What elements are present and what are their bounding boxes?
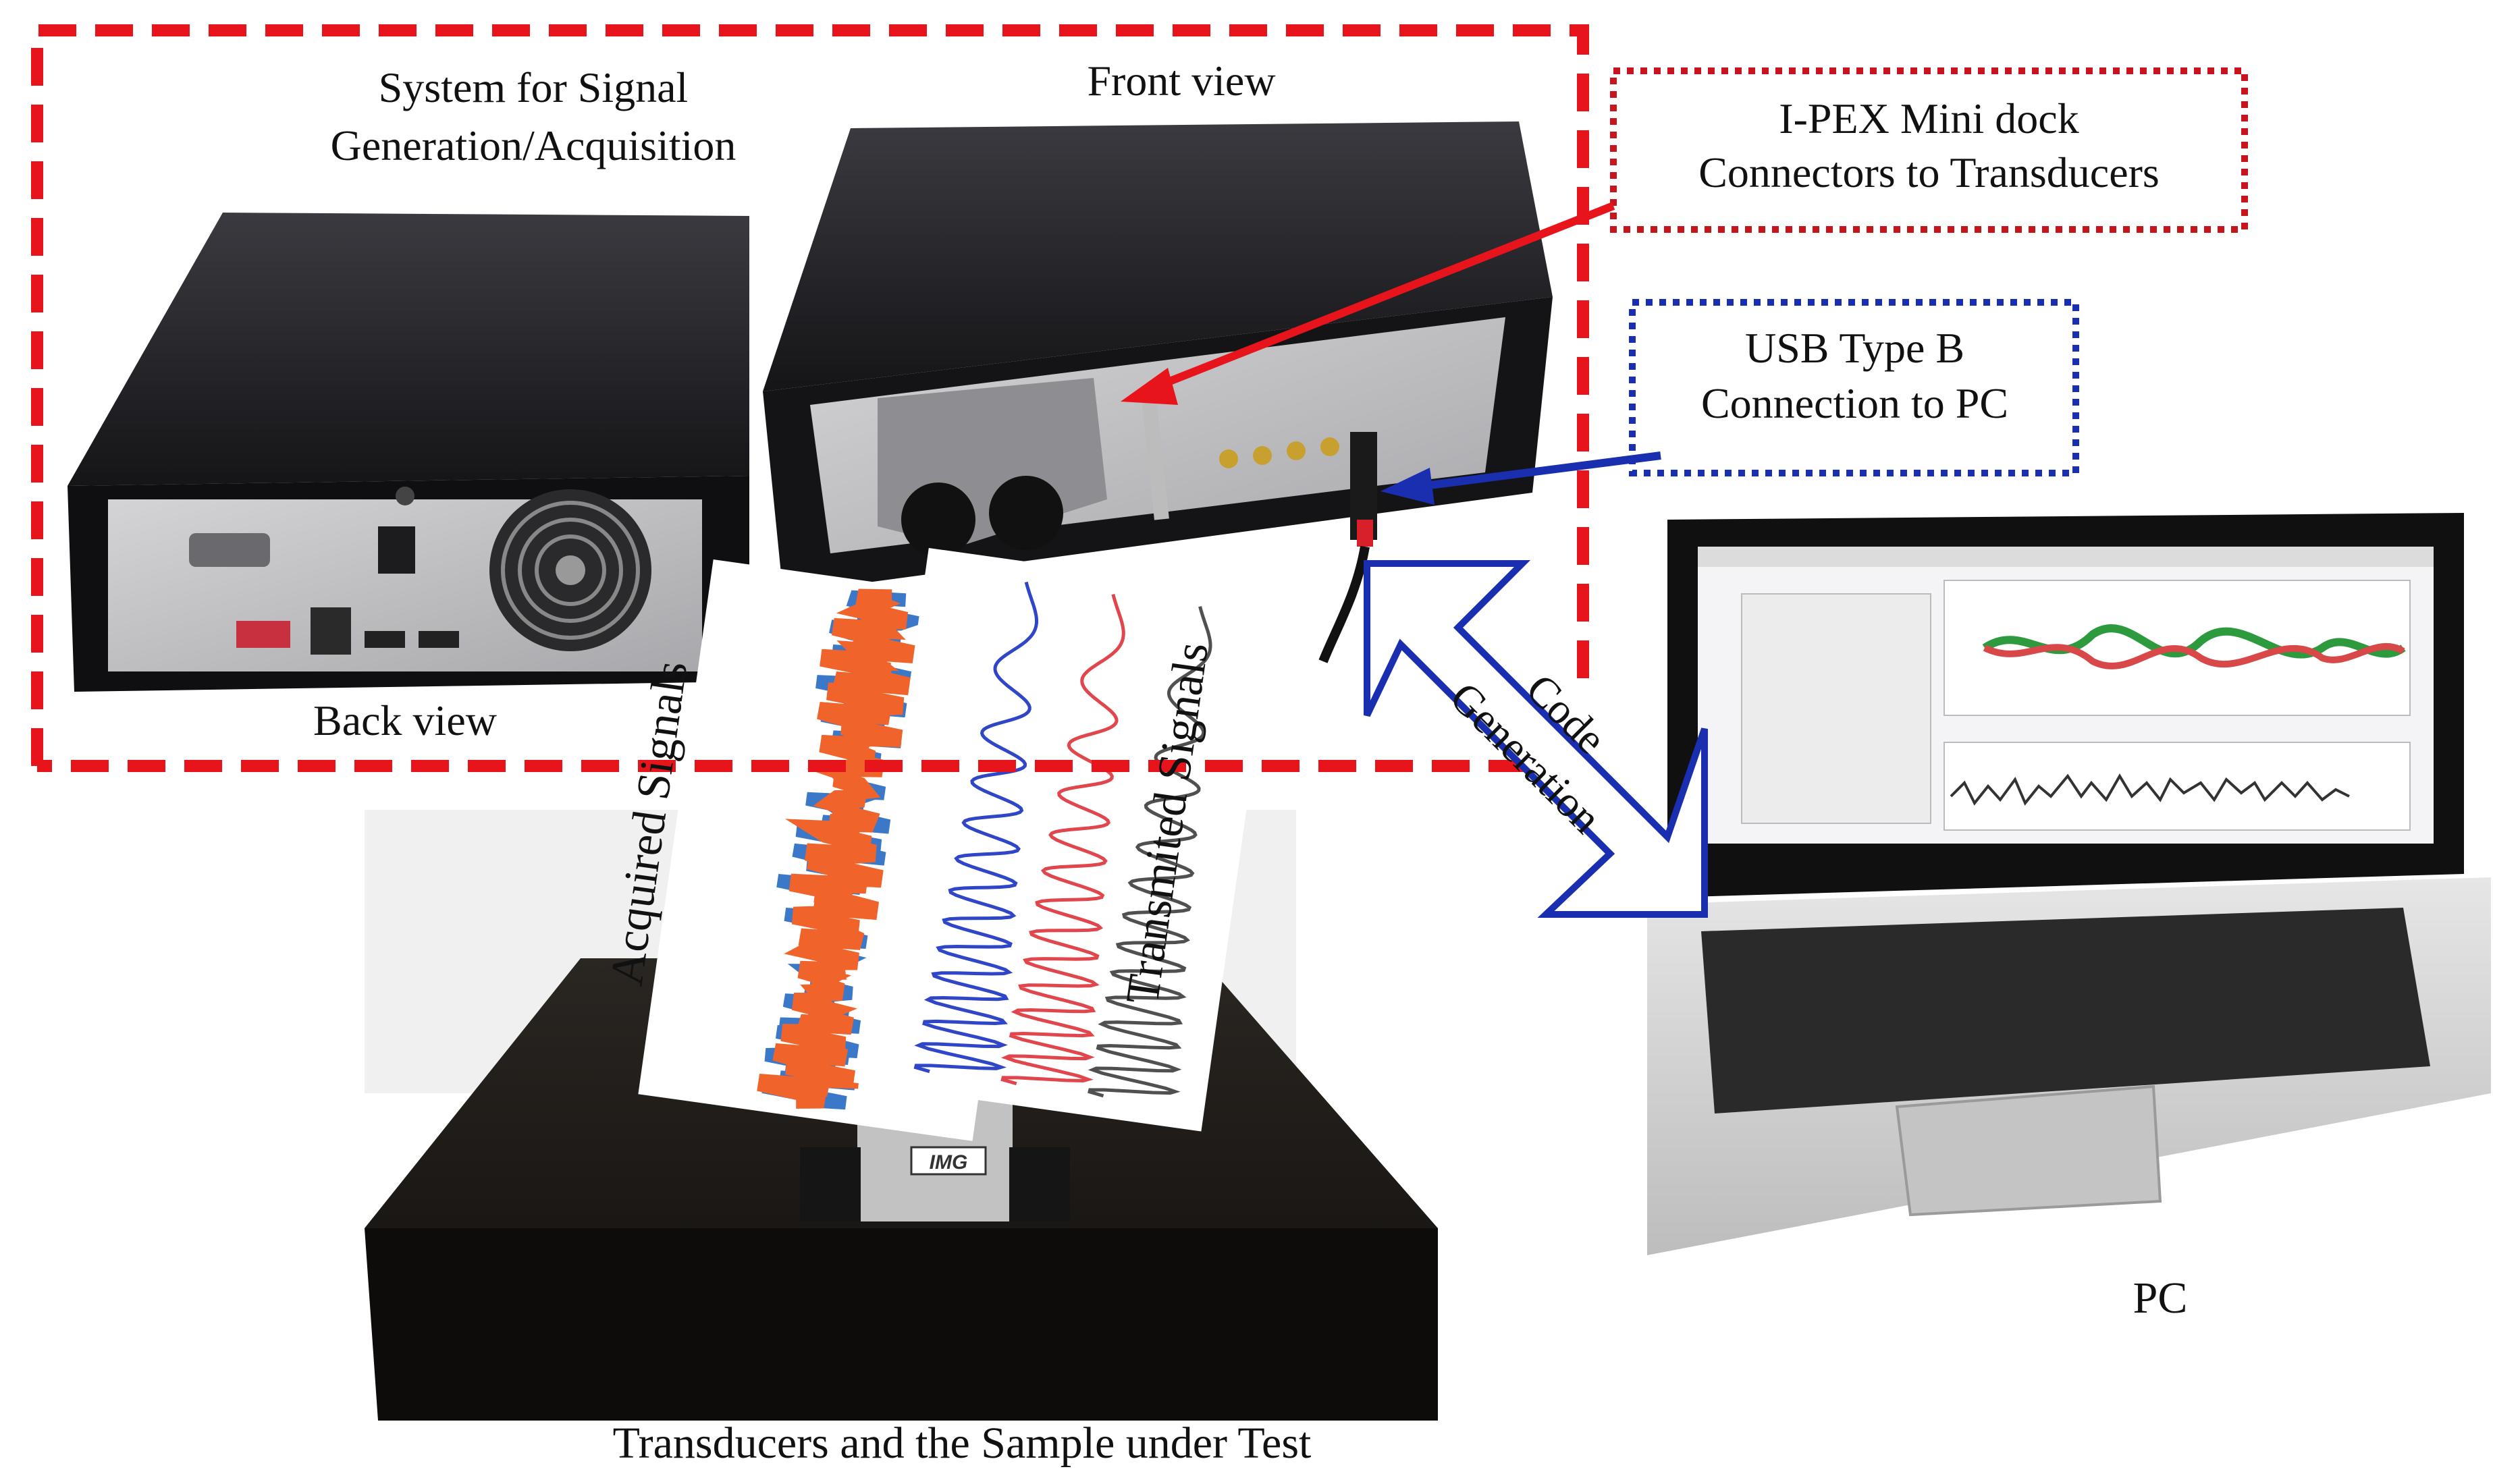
ipex-callout-box	[1610, 67, 2248, 233]
sample-caption: Transducers and the Sample under Test	[612, 1419, 1312, 1468]
usb-label-line2: Connection to PC	[1700, 379, 2009, 427]
ipex-label-line1: I-PEX Mini dock	[1779, 94, 2079, 142]
system-title-line2: Generation/Acquisition	[330, 121, 736, 169]
system-title-line1: System for Signal	[378, 63, 689, 111]
probe-brand: IMG	[930, 1151, 968, 1174]
usb-arrow	[1380, 451, 1661, 505]
fan-grille	[489, 489, 651, 651]
transmitted-trace-2	[1000, 594, 1125, 1086]
front-view-device	[763, 121, 1553, 663]
usb-callout-box	[1629, 299, 2079, 476]
laptop-pc	[1647, 513, 2491, 1255]
system-boundary-box	[31, 24, 1589, 772]
transmitted-signals-panel	[853, 547, 1277, 1132]
usb-label-line1: USB Type B	[1744, 324, 1965, 372]
ipex-label-line2: Connectors to Transducers	[1698, 148, 2160, 196]
code-generation-arrow	[1364, 560, 1708, 918]
transmitted-trace-1	[913, 581, 1039, 1074]
front-view-label: Front view	[1087, 57, 1276, 105]
pc-caption: PC	[2133, 1273, 2188, 1323]
back-view-device	[68, 213, 749, 692]
back-view-label: Back view	[313, 696, 497, 744]
transmitted-trace-3	[1088, 606, 1212, 1098]
transmitted-signal-traces	[913, 581, 1212, 1098]
ipex-arrow	[1121, 202, 1615, 405]
